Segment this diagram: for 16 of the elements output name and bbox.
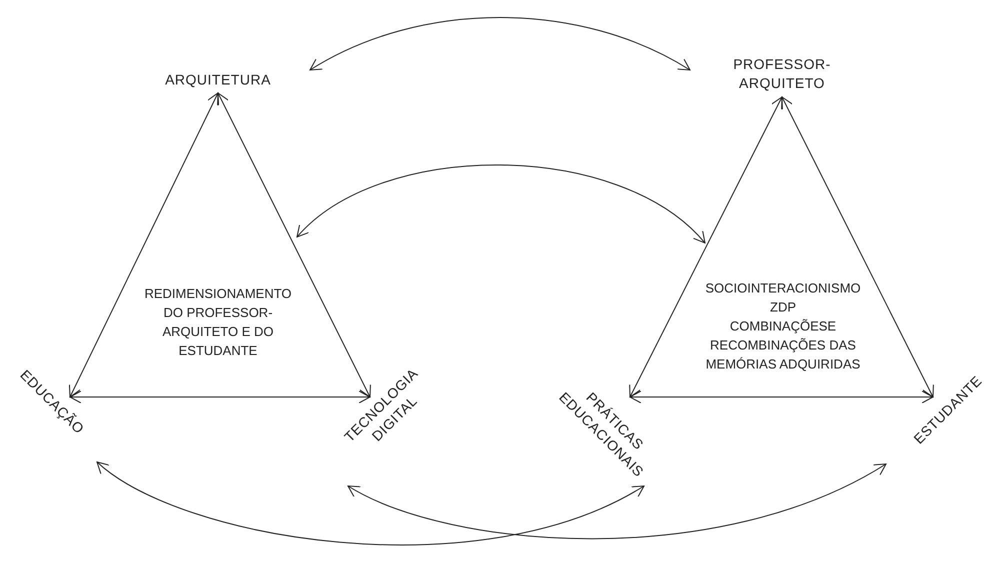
concept-text: COMBINAÇÕESE RECOMBINAÇÕES DAS MEMÓRIAS ADQUIRIDAS — [704, 318, 862, 374]
double-arrow — [70, 390, 370, 404]
double-arrow — [781, 96, 934, 398]
double-arrow — [348, 464, 886, 540]
double-arrow — [217, 92, 371, 398]
concept-text: SOCIOINTERACIONISMO — [705, 280, 861, 298]
double-arrow — [68, 92, 220, 398]
double-arrow — [296, 164, 706, 244]
double-arrow — [630, 390, 934, 404]
concept-text: REDIMENSIONAMENTO DO PROFESSOR-ARQUITETO E DO ESTUDANTE — [143, 285, 293, 360]
double-arrow — [96, 462, 644, 546]
concept-text: ARQUITETURA — [165, 70, 271, 90]
double-arrow — [629, 96, 783, 398]
double-arrow — [310, 17, 690, 70]
concept-text: ZDP — [770, 298, 796, 316]
concept-text: PROFESSOR-ARQUITETO — [732, 55, 832, 93]
